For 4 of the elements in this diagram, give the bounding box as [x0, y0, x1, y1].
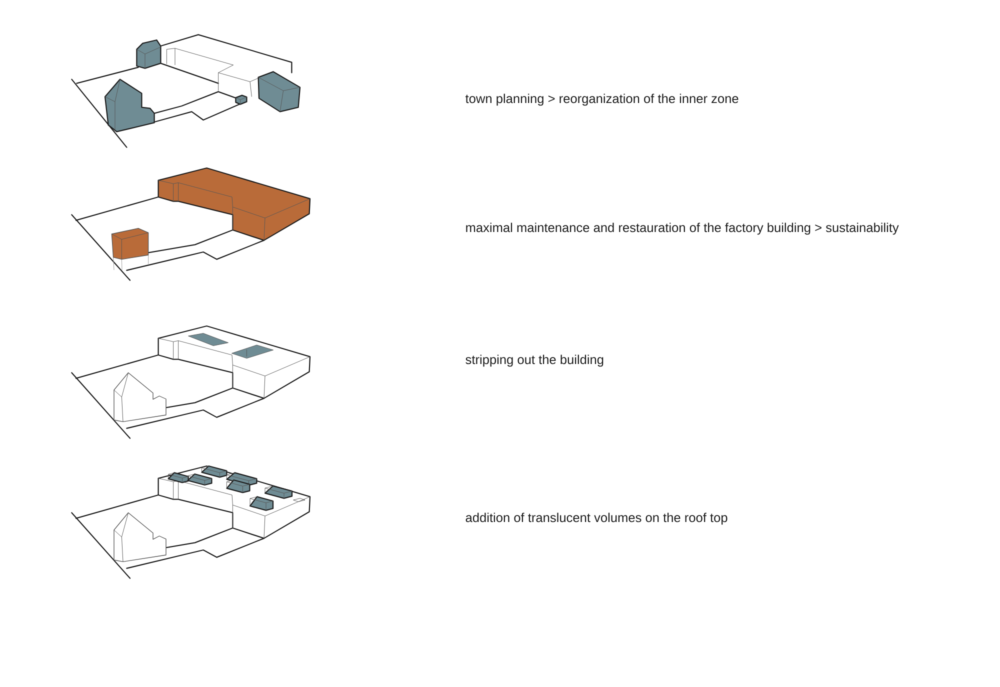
caption-text: maximal maintenance and restauration of the factory building > sustainability [466, 222, 899, 235]
caption-text: stripping out the building [466, 354, 604, 367]
caption-text: town planning > reorganization of the inner zone [465, 94, 738, 106]
caption-text: addition of translucent volumes on the roof top [466, 512, 728, 525]
